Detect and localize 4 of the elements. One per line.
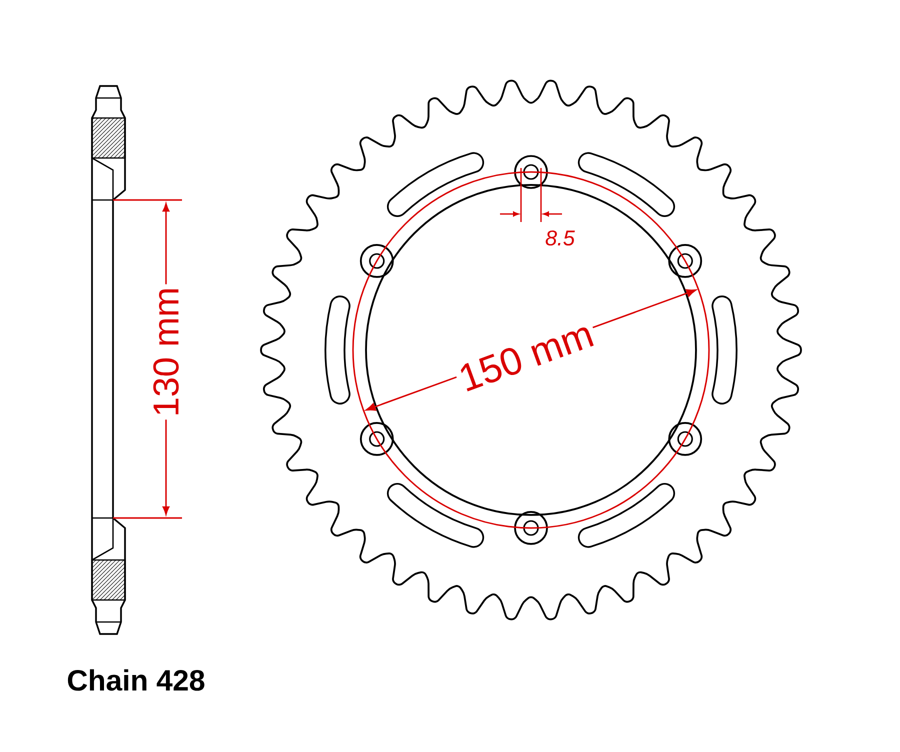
chain-label: Chain 428 [68,669,204,691]
dimension-label: 8.5 [546,230,575,246]
dimension-label: 150 mm [452,316,600,396]
dimension-label: 130 mm [150,284,182,420]
